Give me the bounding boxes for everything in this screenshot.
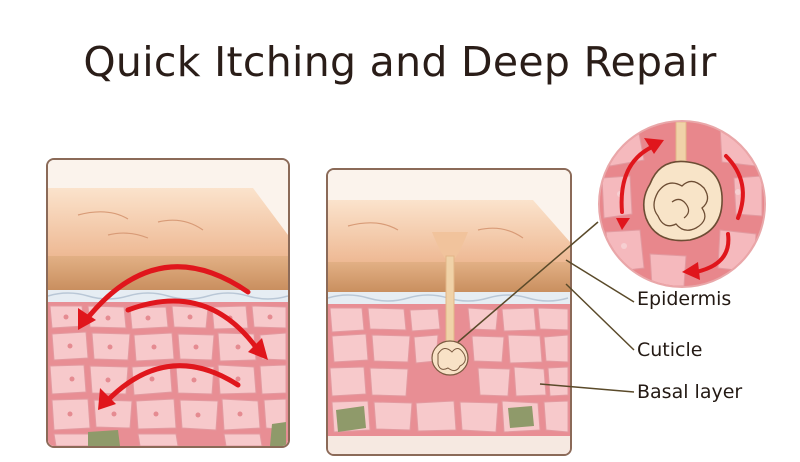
- basal-layer-leader-line: [539, 383, 635, 393]
- itch-relief-panel: [46, 158, 290, 448]
- basal-cell: [88, 430, 120, 446]
- deep-repair-panel: [326, 168, 572, 456]
- cuticle-leader-line: [565, 283, 635, 351]
- epidermis-label: Epidermis: [637, 288, 732, 310]
- arrow-heads: [78, 308, 268, 410]
- basal-layer-label: Basal layer: [637, 381, 743, 403]
- skin-cross-section-left: [48, 160, 288, 446]
- basal-cell: [336, 406, 366, 432]
- skin-surface: [328, 200, 570, 262]
- itch-relief-arrows: [83, 264, 261, 403]
- epidermis-leader-line: [565, 259, 635, 303]
- cells: [329, 307, 569, 433]
- skin-cross-section-right: [328, 170, 570, 454]
- repair-cluster: [431, 340, 469, 376]
- cuticle-label: Cuticle: [637, 339, 703, 361]
- pore-dip: [432, 232, 468, 262]
- zoom-leader-line: [457, 221, 599, 343]
- skin-surface: [48, 188, 288, 256]
- zoom-cluster: [642, 160, 723, 242]
- basal-cell: [270, 422, 286, 446]
- zoom-arrows: [619, 144, 745, 274]
- cell-nuclei: [63, 314, 273, 418]
- dermis-band: [48, 256, 288, 290]
- page-title: Quick Itching and Deep Repair: [83, 38, 717, 86]
- basal-cell: [508, 406, 534, 428]
